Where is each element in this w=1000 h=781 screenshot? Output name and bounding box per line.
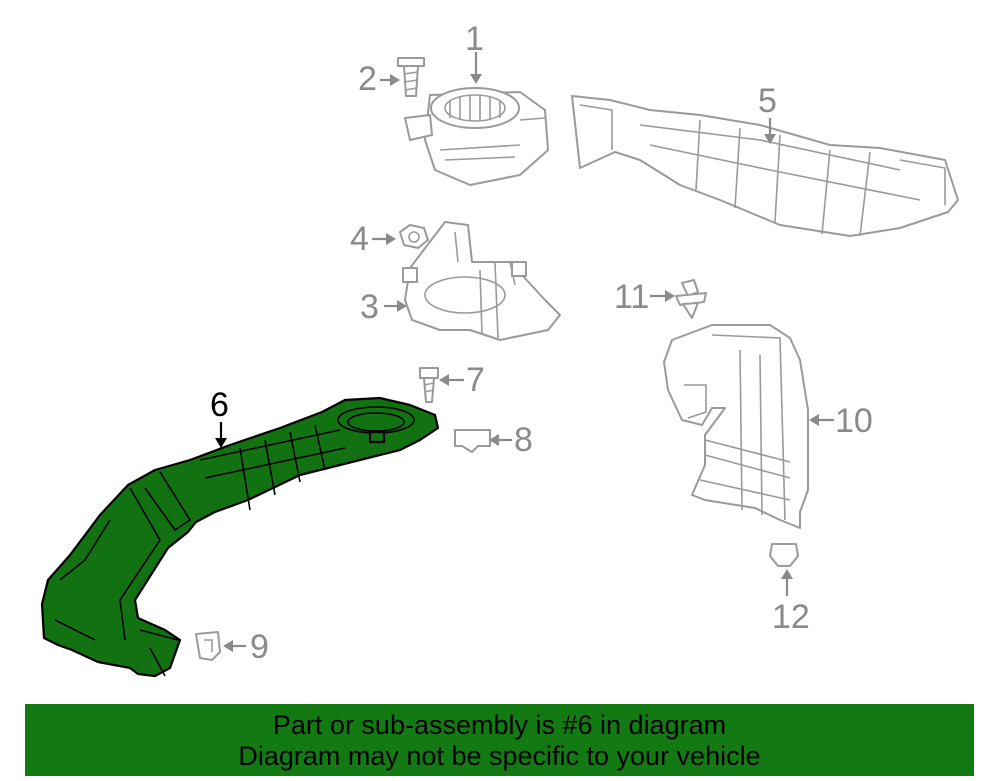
banner-line-1: Part or sub-assembly is #6 in diagram <box>272 710 727 740</box>
callout-12: 12 <box>772 598 810 636</box>
part-7-bolt[interactable] <box>419 367 439 403</box>
callout-10: 10 <box>835 402 873 440</box>
info-banner: Part or sub-assembly is #6 in diagram Di… <box>25 704 974 776</box>
part-10-duct[interactable] <box>663 324 809 529</box>
callout-11: 11 <box>614 278 649 316</box>
parts-diagram: 1 2 5 4 3 11 <box>40 20 959 678</box>
callout-1: 1 <box>465 20 484 58</box>
banner-line-2: Diagram may not be specific to your vehi… <box>238 741 761 771</box>
callout-3: 3 <box>360 288 379 326</box>
part-5-air-duct[interactable] <box>571 95 959 237</box>
callout-7: 7 <box>466 361 485 399</box>
part-11-push-pin[interactable] <box>675 279 707 319</box>
callout-8: 8 <box>514 421 533 459</box>
part-12-clip[interactable] <box>769 543 799 567</box>
callout-6: 6 <box>210 386 229 424</box>
part-4-nut[interactable] <box>399 224 429 249</box>
part-6-air-duct-highlighted[interactable] <box>40 396 440 678</box>
callout-5: 5 <box>758 82 777 120</box>
part-1-blower-motor[interactable] <box>404 87 549 186</box>
part-3-bracket[interactable] <box>402 221 561 341</box>
callout-4: 4 <box>350 220 369 258</box>
part-2-screw[interactable] <box>397 57 425 97</box>
part-8-clip[interactable] <box>454 429 491 453</box>
part-9-clip[interactable] <box>195 631 221 661</box>
callout-2: 2 <box>358 60 377 98</box>
callout-9: 9 <box>250 628 269 666</box>
